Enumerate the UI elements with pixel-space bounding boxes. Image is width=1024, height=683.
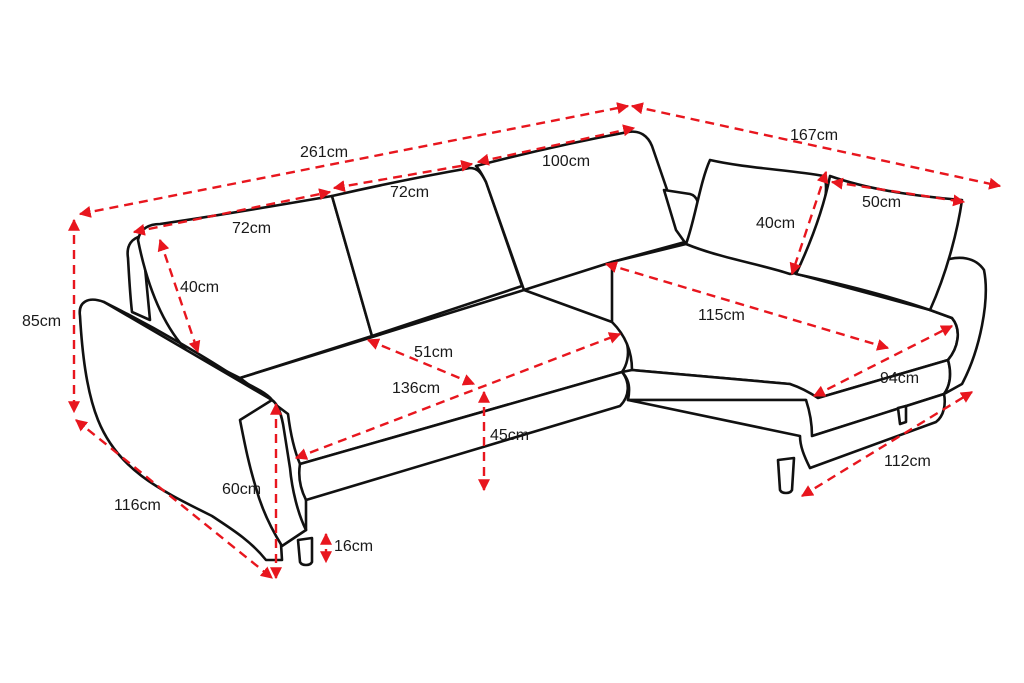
chaise-arm (928, 256, 988, 396)
label-leg-height: 16cm (334, 538, 373, 555)
label-total-height: 85cm (22, 313, 61, 330)
dim-line-pillow-width (830, 177, 966, 207)
dim-line-seat-depth (75, 419, 273, 579)
dimension-labels: 261cm 167cm 85cm 116cm 60cm 16cm 45cm 13… (22, 127, 931, 555)
dimension-lines (68, 102, 1002, 580)
dim-line-back-cushion-middle (332, 159, 474, 193)
label-chaise-depth: 112cm (884, 453, 931, 470)
label-seat-height: 45cm (490, 427, 529, 444)
label-seat-depth: 116cm (114, 497, 161, 514)
label-back-cushion-left: 72cm (232, 220, 271, 237)
dim-line-chaise-seat-width (812, 324, 954, 398)
label-chaise-seat-length: 115cm (698, 307, 745, 324)
label-arm-height: 60cm (222, 481, 261, 498)
label-seat-cushion-depth: 51cm (414, 344, 453, 361)
back-left-panel (126, 234, 152, 322)
label-chaise-seat-width: 94cm (880, 370, 919, 387)
label-back-cushion-right: 100cm (542, 153, 590, 170)
sofa-drawing (78, 130, 988, 567)
label-seat-width: 136cm (392, 380, 440, 397)
leg-back-right (896, 404, 908, 426)
label-pillow-width: 50cm (862, 194, 901, 211)
leg-front-left (296, 536, 314, 567)
label-chaise-length: 167cm (790, 127, 838, 144)
dim-line-seat-cushion-depth (366, 338, 476, 386)
dim-line-back-cushion-right (476, 124, 636, 166)
label-back-cushion-middle: 72cm (390, 184, 429, 201)
dim-line-chaise-length (630, 102, 1002, 190)
dim-line-pillow-height (789, 170, 829, 276)
dim-line-back-cushion-height (157, 238, 201, 354)
label-back-cushion-height: 40cm (180, 279, 219, 296)
leg-front-right (776, 456, 796, 495)
dim-line-seat-width (294, 332, 622, 460)
dim-line-back-cushion-left (132, 188, 332, 236)
label-total-length: 261cm (300, 144, 348, 161)
left-arm-top-edge (102, 300, 274, 402)
dim-line-chaise-depth (800, 390, 974, 498)
label-pillow-height: 40cm (756, 215, 795, 232)
